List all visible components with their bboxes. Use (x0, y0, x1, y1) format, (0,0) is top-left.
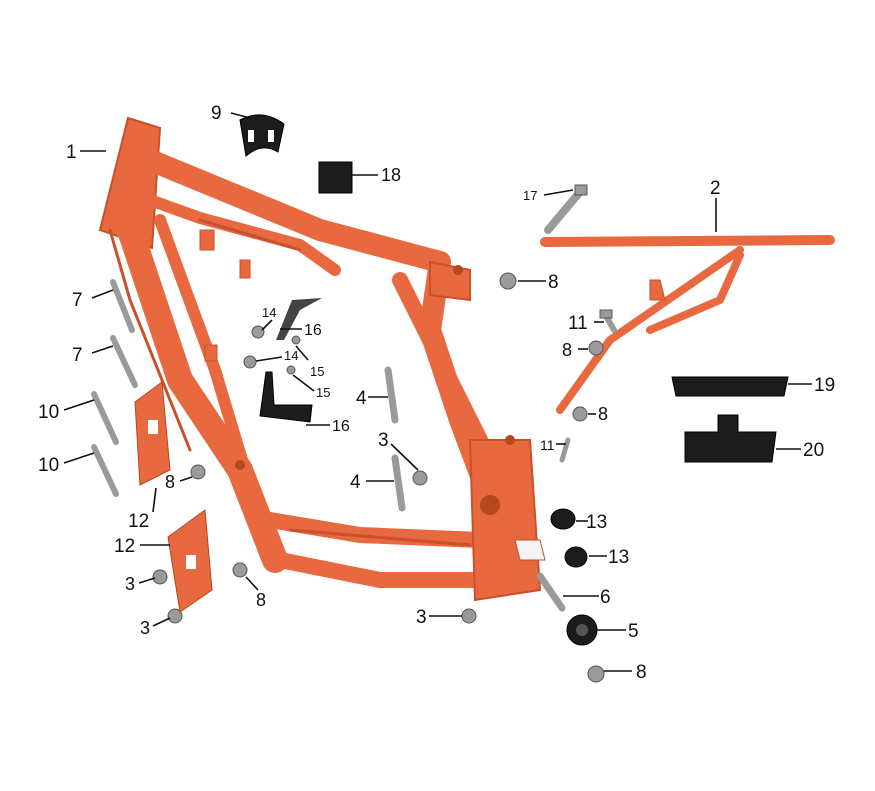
callout-15: 15 (316, 385, 330, 400)
callout-11: 11 (540, 437, 555, 453)
callout-16: 16 (304, 322, 322, 339)
callout-8: 8 (256, 590, 266, 610)
callout-7: 7 (72, 345, 83, 366)
pad-part-19 (671, 376, 789, 397)
bolt-part-17 (544, 184, 588, 234)
bolt-part-11 (559, 309, 617, 463)
rubber-bumper-part-13 (550, 508, 588, 568)
callout-3: 3 (125, 574, 135, 594)
leader-lines (63, 112, 812, 672)
callout-12: 12 (114, 536, 135, 557)
callout-14: 14 (284, 348, 298, 363)
callout-13: 13 (608, 547, 629, 568)
callout-6: 6 (600, 587, 611, 608)
bolt-part-10 (91, 391, 119, 497)
callout-4: 4 (350, 472, 361, 493)
callout-5: 5 (628, 621, 639, 642)
engine-plate-part-12 (134, 381, 213, 613)
callout-8: 8 (562, 340, 572, 360)
rear-subframe (540, 235, 835, 414)
callout-14: 14 (262, 305, 276, 320)
callout-15: 15 (310, 364, 324, 379)
callout-8: 8 (165, 472, 175, 492)
callout-labels: 1 2 7 7 10 10 9 18 17 8 11 8 8 11 19 20 … (38, 103, 835, 683)
callout-3: 3 (416, 607, 427, 628)
washer-part-15 (286, 335, 301, 375)
callout-4: 4 (356, 388, 367, 409)
callout-10: 10 (38, 402, 59, 423)
callout-19: 19 (814, 375, 835, 396)
bolt-part-4 (384, 366, 406, 512)
callout-16: 16 (332, 418, 350, 435)
callout-12: 12 (128, 511, 149, 532)
clamp-part-9 (239, 114, 285, 157)
callout-2: 2 (710, 178, 721, 199)
callout-10: 10 (38, 455, 59, 476)
callout-8: 8 (548, 272, 559, 293)
callout-8: 8 (598, 404, 608, 424)
plate-part-18 (318, 161, 353, 194)
callout-13: 13 (586, 512, 607, 533)
callout-9: 9 (211, 103, 222, 124)
callout-20: 20 (803, 440, 824, 461)
callout-3: 3 (378, 430, 389, 451)
bolt-part-6 (536, 572, 566, 612)
callout-17: 17 (523, 188, 537, 203)
callout-1: 1 (66, 142, 77, 163)
bolt-part-14 (243, 325, 265, 369)
main-frame (98, 116, 546, 602)
bolt-part-7 (110, 279, 138, 388)
callout-3: 3 (140, 618, 150, 638)
nut-part-3 (152, 470, 477, 624)
callout-7: 7 (72, 290, 83, 311)
pad-part-20 (684, 414, 777, 463)
roller-part-5 (566, 614, 598, 646)
callout-11: 11 (568, 313, 588, 334)
callout-18: 18 (381, 165, 401, 185)
nut-part-8 (190, 272, 605, 683)
callout-8: 8 (636, 662, 647, 683)
